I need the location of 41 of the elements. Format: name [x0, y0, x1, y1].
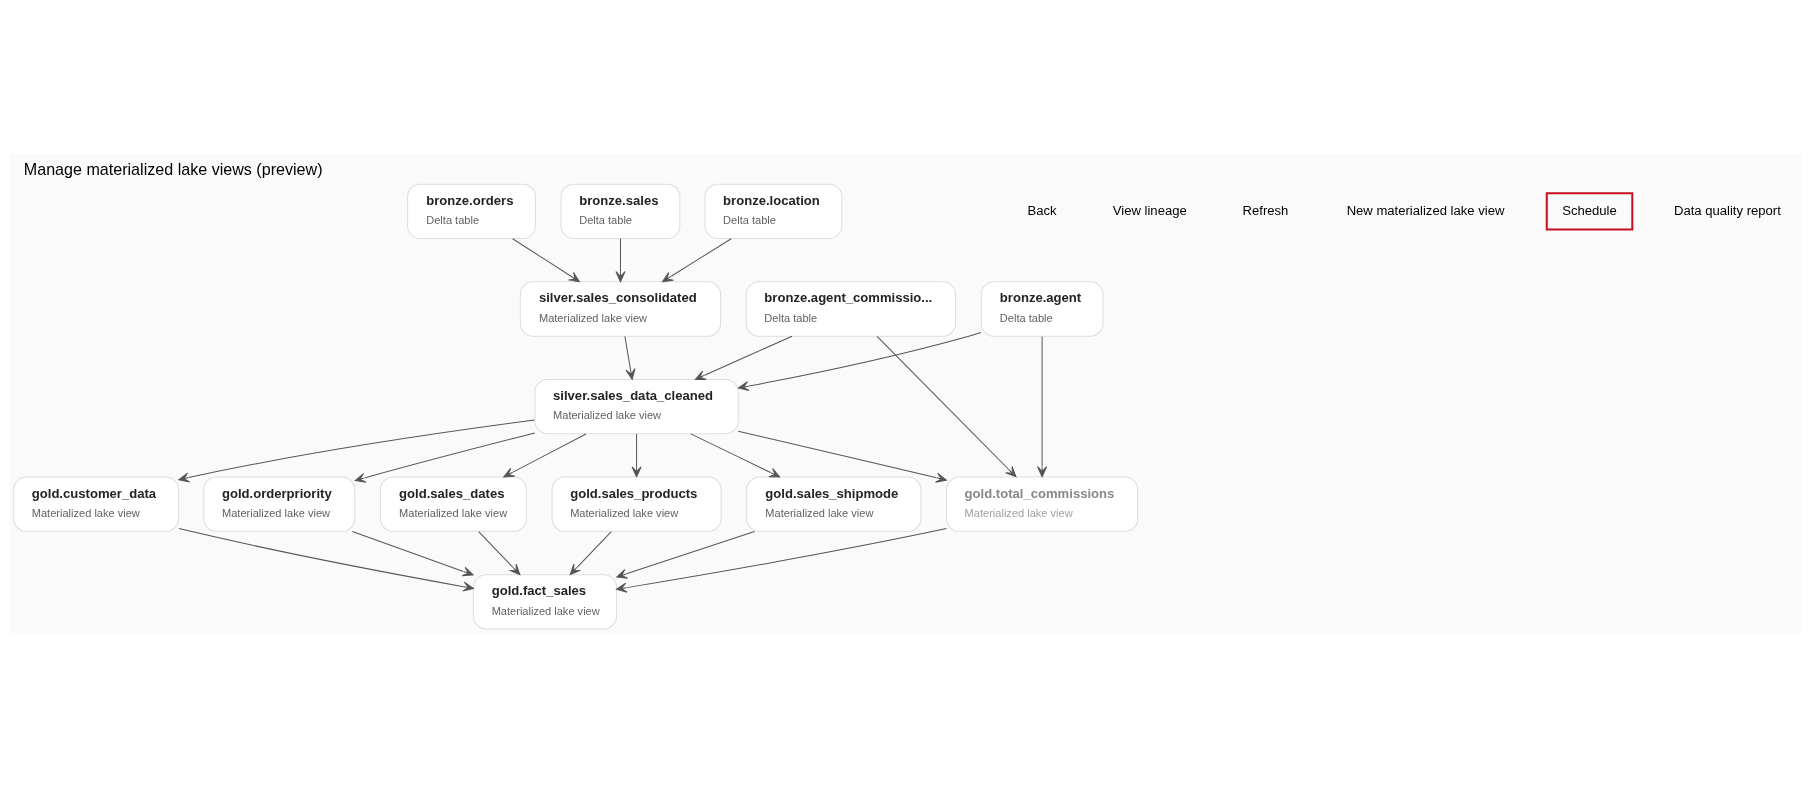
- diagram-title: Manage materialized lake views (preview): [23, 159, 323, 178]
- arrow: [876, 335, 1016, 478]
- node-box: silver.sales_consolidated Materialized lake view: [519, 281, 721, 337]
- arrow: [614, 238, 625, 283]
- node-box: bronze.agent Delta table: [980, 281, 1103, 337]
- arrow: [615, 528, 947, 593]
- label: Data quality report: [1673, 202, 1781, 218]
- node-box: bronze.location Delta table: [704, 183, 842, 240]
- node-box: gold.orderpriority Materialized lake view: [202, 476, 355, 532]
- arrow: [177, 527, 474, 592]
- arrow: [1036, 335, 1047, 478]
- arrow: [737, 331, 981, 392]
- node-box: bronze.agent_commissio... Delta table: [745, 281, 956, 337]
- arrow: [477, 531, 520, 575]
- node-box: gold.sales_dates Materialized lake view: [379, 476, 527, 532]
- arrow: [623, 335, 635, 380]
- arrow: [631, 433, 642, 478]
- arrow: [615, 530, 755, 579]
- arrow: [661, 238, 732, 283]
- node-box: silver.sales_data_cleaned Materialized lake view: [533, 378, 739, 435]
- arrow: [689, 433, 780, 478]
- node-box: gold.sales_products Materialized lake view: [551, 476, 722, 532]
- node-box: gold.fact_sales Materialized lake view: [472, 574, 617, 630]
- arrow: [502, 433, 587, 478]
- arrow: [694, 335, 793, 380]
- label: Refresh: [1242, 202, 1288, 218]
- node-box: gold.total_commissions Materialized lake view: [945, 476, 1138, 532]
- arrow: [511, 238, 580, 283]
- node-box: gold.customer_data Materialized lake view: [12, 476, 179, 532]
- label: Back: [1027, 202, 1057, 218]
- label: View lineage: [1112, 202, 1187, 218]
- label: New materialized lake view: [1346, 202, 1504, 218]
- node-box: bronze.sales Delta table: [560, 183, 680, 240]
- arrow: [351, 530, 474, 577]
- arrow: [569, 531, 612, 575]
- arrow: [177, 419, 535, 483]
- node-box: gold.sales_shipmode Materialized lake view: [745, 476, 921, 532]
- arrow: [737, 430, 947, 483]
- arrow: [354, 432, 535, 483]
- label: Schedule: [1561, 202, 1617, 218]
- node-box: bronze.orders Delta table: [406, 183, 536, 240]
